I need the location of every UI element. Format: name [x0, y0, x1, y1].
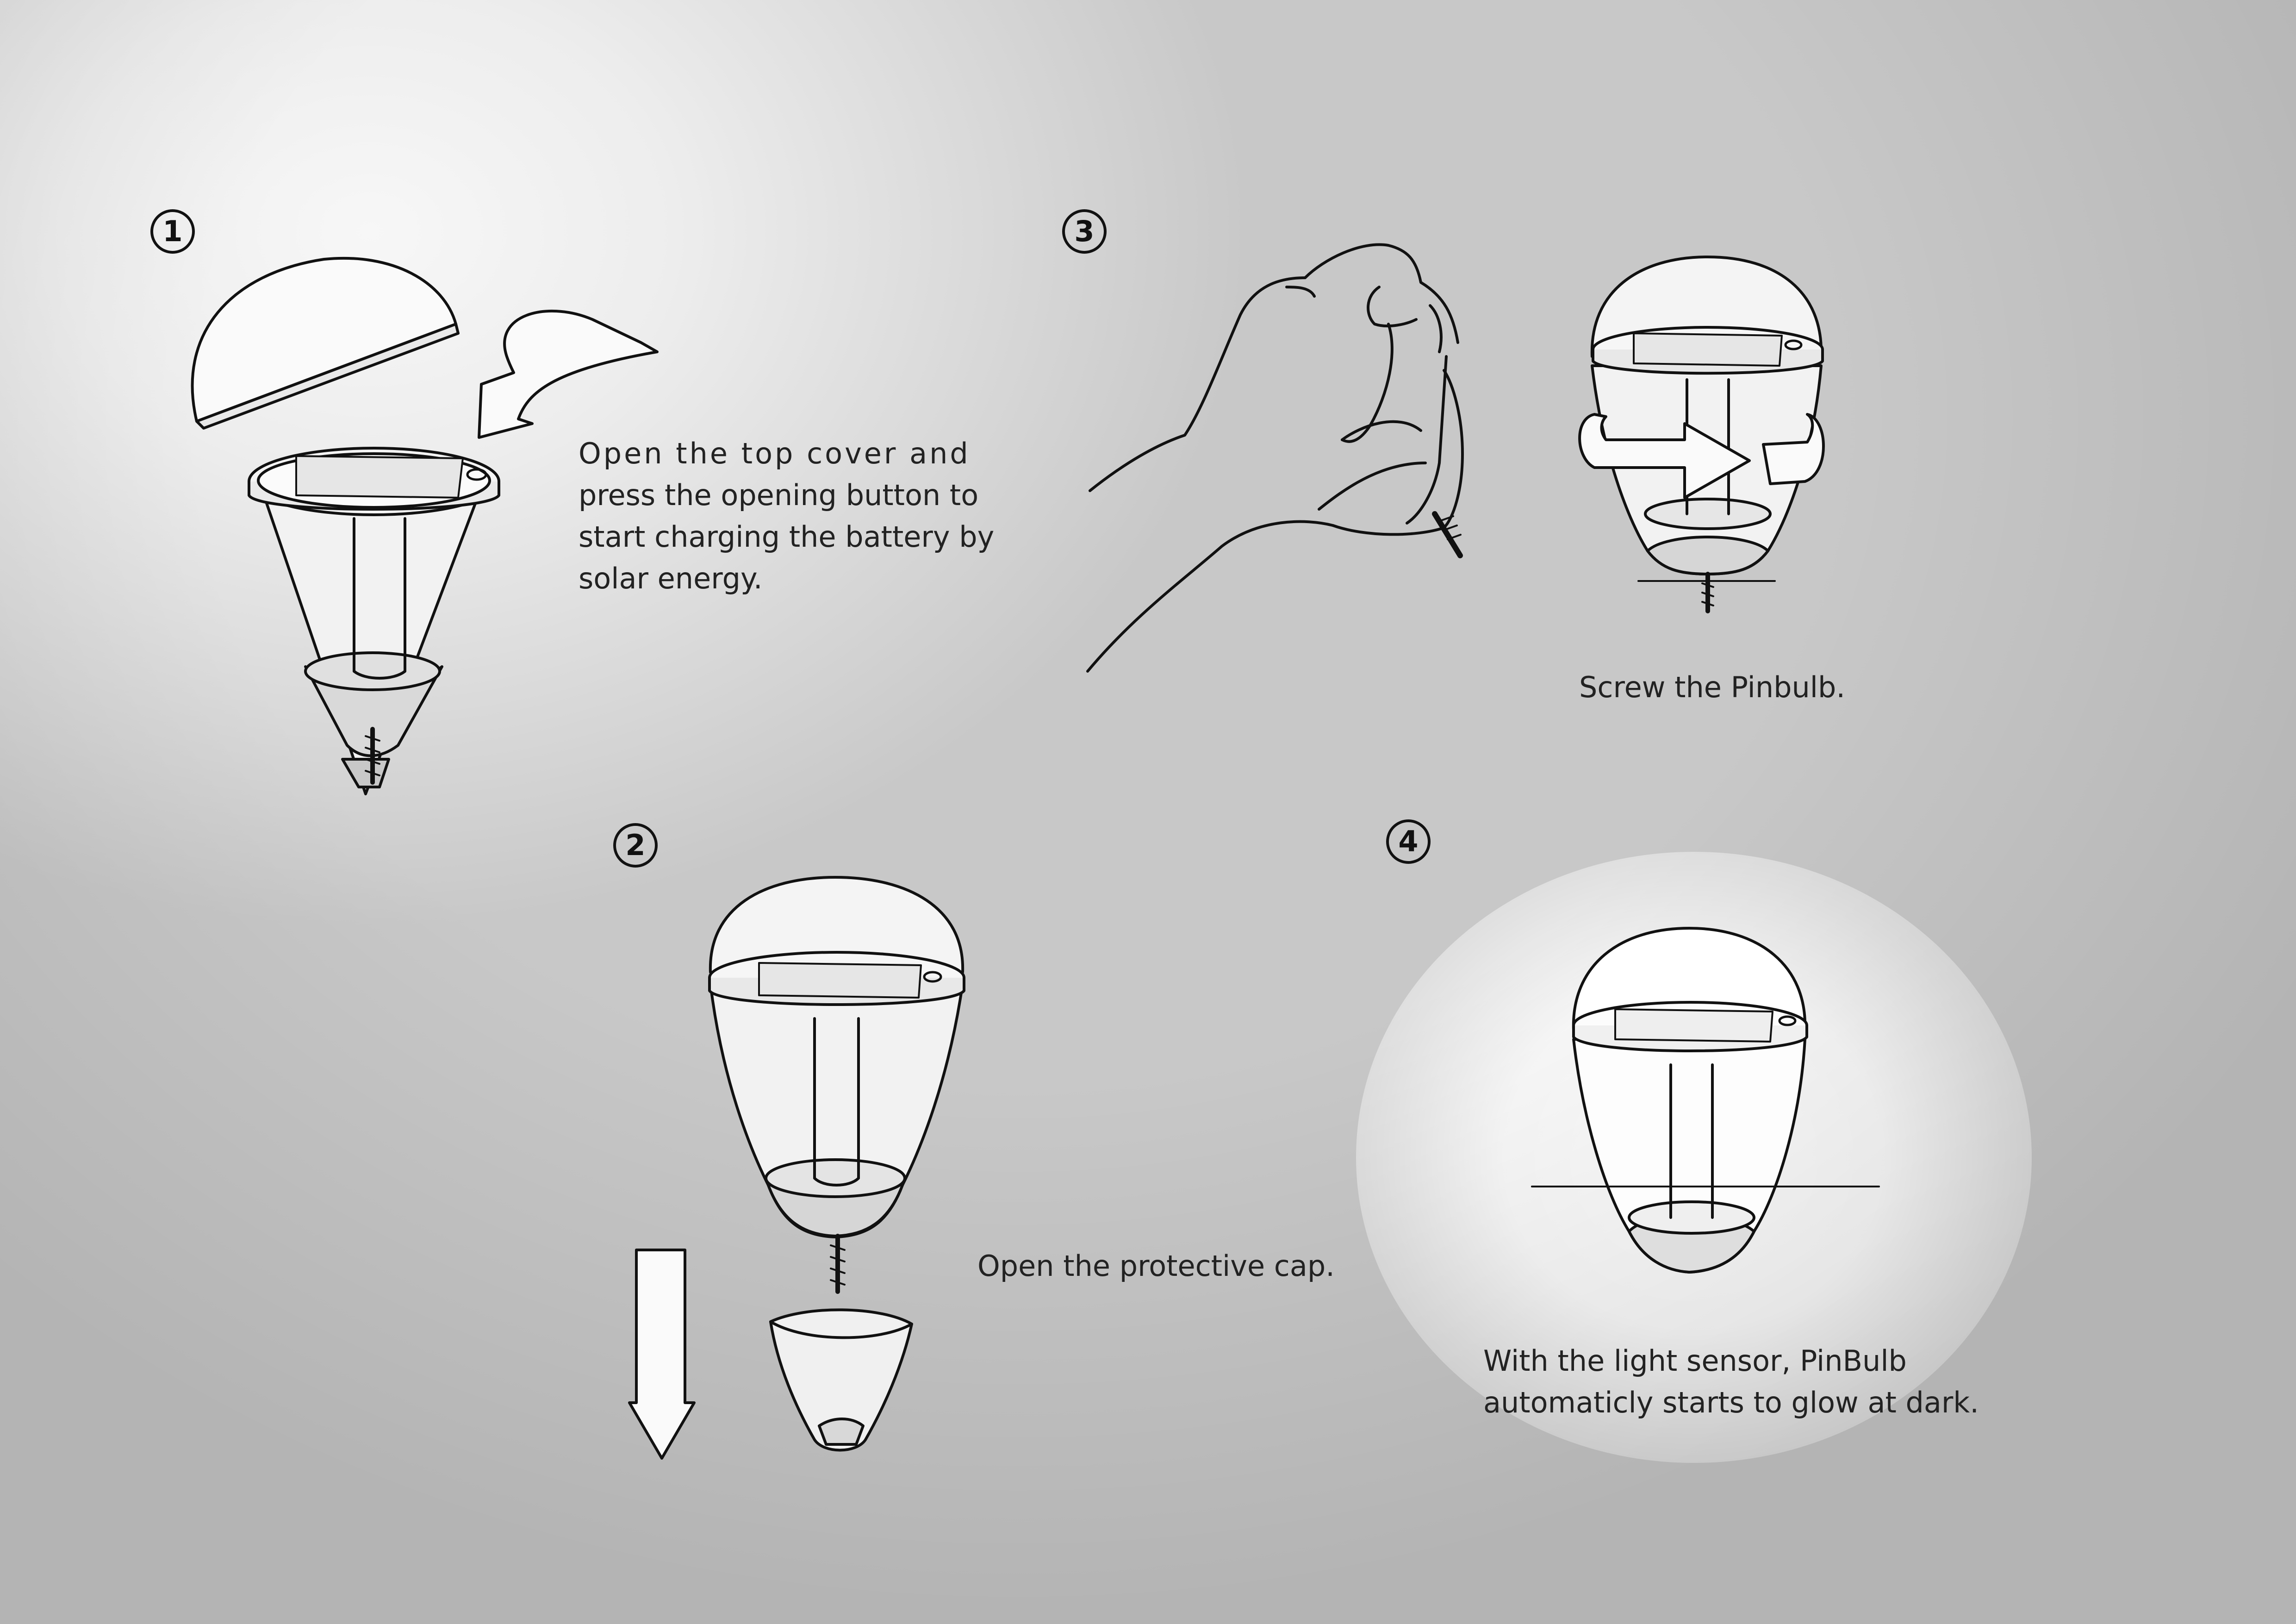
step-1-caption-line: start charging the battery by — [579, 516, 994, 558]
step4-bulb — [1532, 928, 1879, 1272]
step2-cap — [771, 1310, 912, 1450]
step-1-caption-line: press the opening button to — [579, 475, 994, 516]
step-3-caption: Screw the Pinbulb. — [1579, 667, 1845, 708]
step-1-caption-line: Open the top cover and — [579, 433, 994, 475]
step3-hand — [1088, 244, 1462, 671]
step1-cover — [193, 258, 458, 428]
step-2-caption: Open the protective cap. — [977, 1245, 1335, 1287]
step-3-number: 3 — [1062, 209, 1107, 254]
step-1-caption: Open the top cover and press the opening… — [579, 433, 994, 600]
step-1-caption-line: solar energy. — [579, 558, 994, 600]
step-4-caption-line: With the light sensor, PinBulb — [1483, 1340, 1979, 1382]
step-2-caption-line: Open the protective cap. — [977, 1245, 1335, 1287]
step-4-number: 4 — [1386, 819, 1431, 864]
step1-curved-arrow — [479, 311, 657, 437]
step3-bulb — [1592, 257, 1823, 611]
step1-bulb — [249, 448, 499, 794]
step2-down-arrow — [629, 1250, 694, 1458]
step-1-number: 1 — [150, 209, 195, 254]
step-2-number: 2 — [613, 823, 658, 868]
step-4-caption: With the light sensor, PinBulb automatic… — [1483, 1340, 1979, 1424]
step-4-caption-line: automaticly starts to glow at dark. — [1483, 1382, 1979, 1424]
step2-bulb — [709, 877, 964, 1292]
step-3-caption-line: Screw the Pinbulb. — [1579, 667, 1845, 708]
